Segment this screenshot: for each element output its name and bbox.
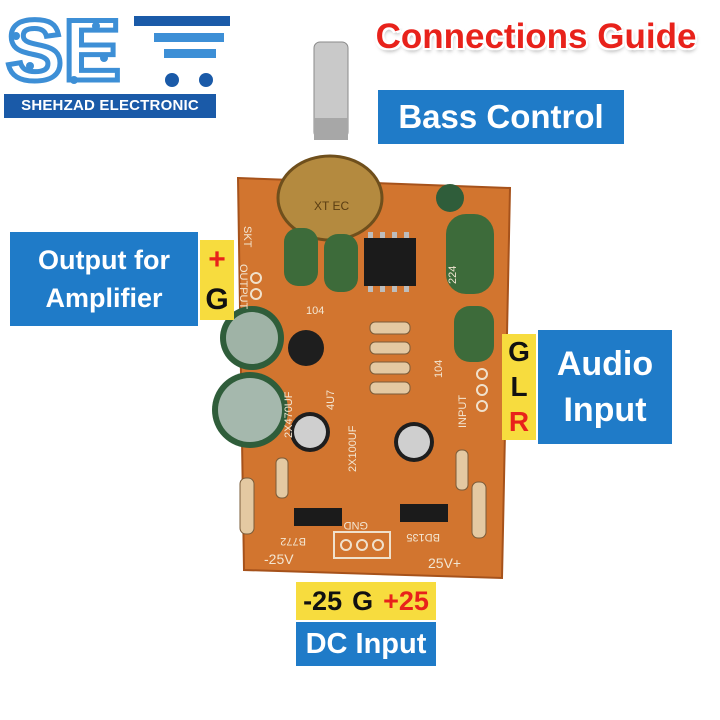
svg-text:SE: SE	[6, 6, 121, 92]
svg-text:BD135: BD135	[406, 531, 440, 543]
svg-text:25V+: 25V+	[428, 555, 461, 571]
brand-logo-icon: SE	[4, 6, 230, 92]
audio-label-line1: Audio	[556, 345, 654, 383]
svg-text:2X100UF: 2X100UF	[347, 425, 359, 472]
output-label-line2: Amplifier	[45, 283, 163, 313]
audio-pins: G L R	[502, 334, 536, 440]
svg-text:B772: B772	[280, 535, 306, 547]
svg-text:GND: GND	[344, 519, 369, 531]
bass-control-label: Bass Control	[378, 90, 624, 144]
svg-text:104: 104	[433, 360, 445, 378]
audio-input-label: Audio Input	[538, 330, 672, 444]
page-title: Connections Guide	[375, 17, 697, 56]
svg-text:104: 104	[306, 305, 324, 317]
brand-name: SHEHZAD ELECTRONIC	[4, 94, 216, 118]
output-label: Output for Amplifier	[10, 232, 198, 326]
output-ground-pin: G	[205, 283, 229, 316]
cart-icon	[134, 16, 230, 87]
output-pins: + G	[200, 240, 234, 320]
audio-label-line2: Input	[563, 391, 647, 429]
dc-pins: -25 G +25	[296, 582, 436, 620]
audio-right-pin: R	[508, 406, 530, 438]
audio-ground-pin: G	[508, 335, 530, 367]
svg-text:INPUT: INPUT	[457, 395, 469, 428]
svg-text:224: 224	[447, 266, 459, 284]
svg-text:XT EC: XT EC	[314, 199, 349, 213]
audio-left-pin: L	[510, 370, 528, 402]
svg-text:-25V: -25V	[264, 551, 294, 567]
dc-negative-pin: -25	[303, 585, 343, 616]
svg-text:SKT: SKT	[241, 226, 253, 248]
svg-text:OUTPUT: OUTPUT	[237, 264, 249, 310]
amplifier-board-image: XT EC SKT OUTPUT INPUT	[212, 41, 512, 580]
dc-positive-pin: +25	[383, 585, 429, 616]
output-plus-pin: +	[208, 243, 226, 276]
svg-text:2X470UF: 2X470UF	[283, 391, 295, 438]
dc-ground-pin: G	[352, 585, 374, 616]
svg-text:4U7: 4U7	[325, 390, 337, 410]
output-label-line1: Output for	[38, 245, 170, 275]
dc-input-label: DC Input	[296, 622, 436, 666]
